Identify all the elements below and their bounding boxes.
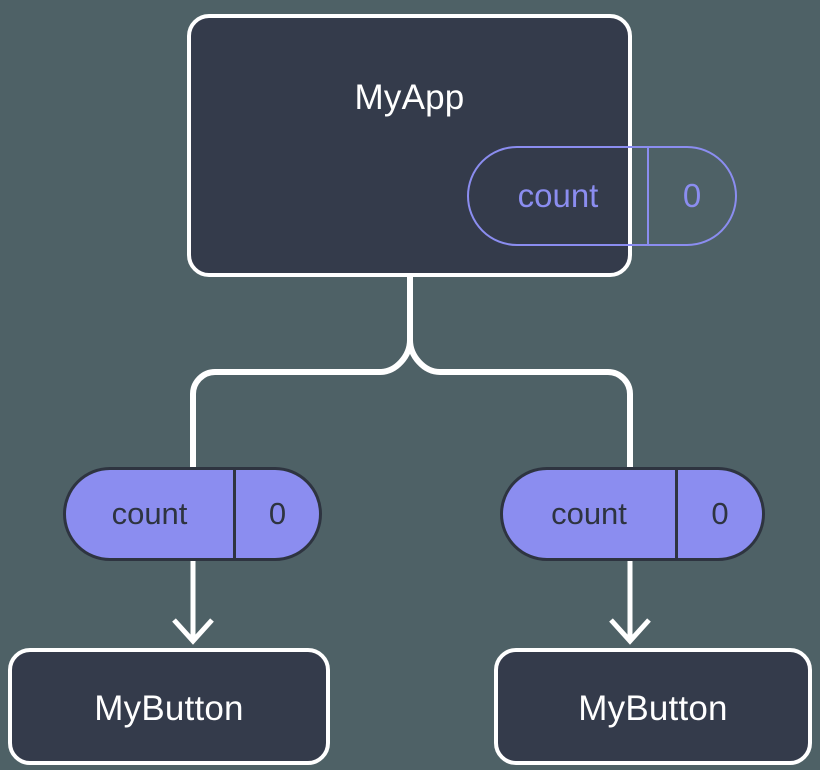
component-label: MyApp	[354, 78, 465, 117]
arrow-down-icon	[609, 618, 651, 645]
state-pill-key: count	[517, 177, 599, 214]
component-node-mybutton-left[interactable]: MyButton	[8, 648, 330, 765]
arrow-down-icon	[172, 618, 214, 645]
fork-connector-path	[190, 274, 413, 473]
component-node-mybutton-right[interactable]: MyButton	[494, 648, 812, 765]
prop-pill-value: 0	[233, 470, 319, 558]
fork-connector-path	[407, 337, 633, 473]
component-label: MyButton	[578, 689, 728, 728]
state-pill-count[interactable]: count 0	[467, 146, 737, 246]
component-label: MyButton	[94, 689, 244, 728]
state-pill-value: 0	[647, 148, 735, 244]
prop-pill-key: count	[111, 496, 188, 531]
prop-pill-key: count	[551, 496, 627, 531]
prop-pill-count-left[interactable]: count 0	[63, 467, 322, 561]
prop-pill-count-right[interactable]: count 0	[500, 467, 765, 561]
prop-pill-value: 0	[675, 470, 762, 558]
component-node-myapp[interactable]: MyApp count 0	[187, 14, 737, 277]
